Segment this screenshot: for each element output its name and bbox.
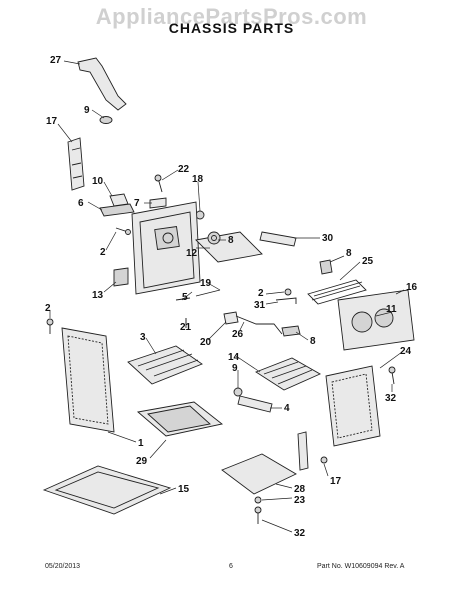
callout-20: 20 (200, 337, 212, 348)
callout-10: 10 (92, 176, 104, 187)
callout-2a: 2 (100, 247, 106, 258)
page-title: CHASSIS PARTS (168, 20, 295, 36)
callout-26: 26 (232, 329, 244, 340)
part-6-bracket (99, 203, 135, 217)
part-26-wire (235, 315, 283, 335)
part-11-knob (351, 311, 373, 333)
callout-17b: 17 (330, 476, 342, 487)
part-7-clip (149, 197, 167, 209)
callout-11: 11 (386, 304, 397, 315)
part-9-fastener (233, 387, 243, 397)
callout-14: 14 (228, 352, 240, 363)
part-2-screw-b (284, 288, 292, 296)
part-24-panel (325, 365, 381, 447)
callout-1: 1 (138, 438, 144, 449)
callout-12: 12 (186, 248, 198, 259)
callout-9b: 9 (232, 363, 238, 374)
callout-5: 5 (182, 292, 188, 303)
callout-25: 25 (362, 256, 374, 267)
part-8-clip (319, 259, 333, 275)
part-25-element (307, 279, 367, 305)
callout-7: 7 (134, 198, 140, 209)
part-8-washer (207, 231, 221, 245)
callout-19: 19 (200, 278, 212, 289)
callout-32b: 32 (294, 528, 306, 539)
callout-21: 21 (180, 322, 192, 333)
callout-8c: 8 (310, 336, 316, 347)
part-9-screw (99, 116, 113, 124)
part-8-part (281, 325, 301, 337)
watermark: AppliancePartsPros.com (95, 4, 368, 29)
part-20-switch (223, 311, 239, 325)
part-28-panel (221, 453, 297, 495)
part-32-screw (391, 371, 395, 385)
callout-23: 23 (294, 495, 306, 506)
callout-8a: 8 (228, 235, 234, 246)
callout-17: 17 (46, 116, 58, 127)
part-17-bracket-b (297, 431, 309, 471)
part-23-screw (254, 496, 262, 504)
part-14-rack (255, 357, 321, 391)
callout-24: 24 (400, 346, 412, 357)
part-27-bracket (77, 57, 127, 111)
part-3-rack (127, 345, 203, 385)
callout-27: 27 (50, 55, 62, 66)
callout-13: 13 (92, 290, 104, 301)
footer-page-number: 6 (229, 563, 233, 570)
callout-labels: 27 9 17 10 6 22 18 7 8 30 2 12 8 25 13 1… (45, 55, 418, 539)
callout-15: 15 (178, 484, 190, 495)
callout-2c: 2 (45, 303, 51, 314)
callout-22: 22 (178, 164, 190, 175)
callout-18: 18 (192, 174, 204, 185)
callout-2b: 2 (258, 288, 264, 299)
callout-9: 9 (84, 105, 90, 116)
callout-16: 16 (406, 282, 418, 293)
callout-6: 6 (78, 198, 84, 209)
callout-3: 3 (140, 332, 146, 343)
callout-8b: 8 (346, 248, 352, 259)
footer-part-number: Part No. W10609094 Rev. A (317, 563, 405, 570)
part-1-door (61, 327, 115, 433)
footer-date: 05/20/2013 (45, 563, 81, 570)
part-4-part (237, 395, 273, 413)
callout-32a: 32 (385, 393, 397, 404)
callout-4: 4 (284, 403, 290, 414)
callout-31: 31 (254, 300, 266, 311)
callout-29: 29 (136, 456, 148, 467)
part-13-clip (113, 267, 129, 287)
leader-lines (49, 60, 405, 533)
part-30-terminal-block (259, 231, 297, 247)
callout-28: 28 (294, 484, 306, 495)
part-19-wire (195, 289, 221, 297)
part-31-bracket (275, 297, 297, 304)
callout-30: 30 (322, 233, 334, 244)
part-15-tray (42, 465, 172, 515)
